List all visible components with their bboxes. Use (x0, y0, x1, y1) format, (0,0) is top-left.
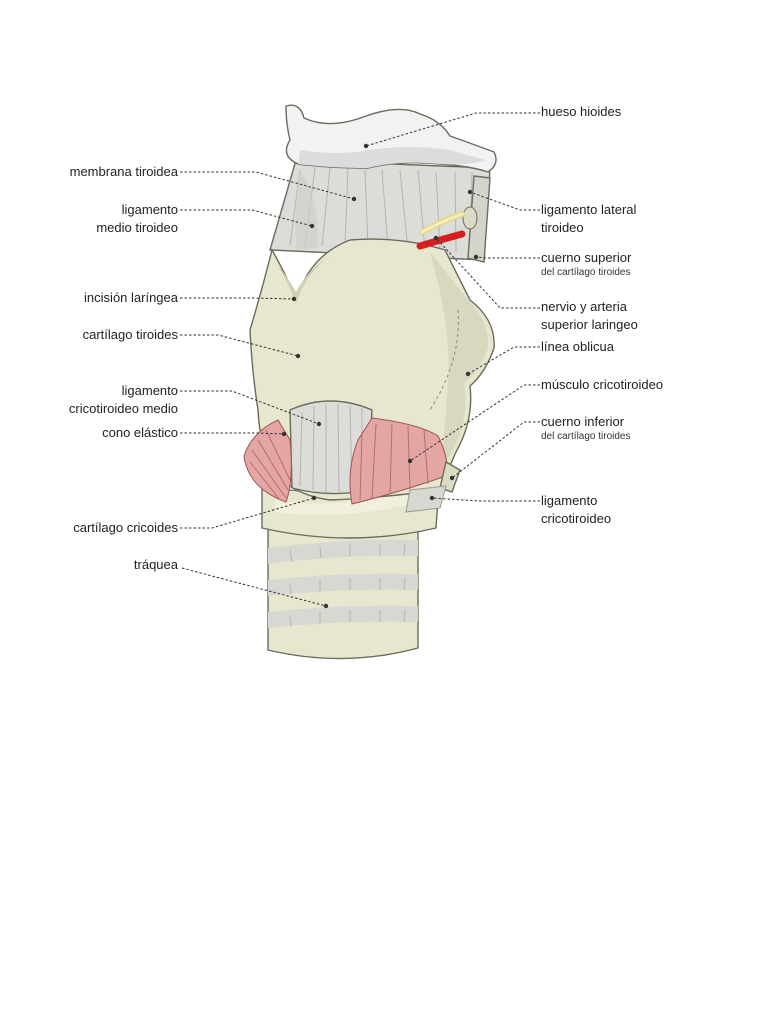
label-cartilago-tiroides: cartílago tiroides (82, 327, 178, 342)
cricothyroid-muscle-left (243, 419, 292, 503)
label-ligamento-medio-line1: ligamento (121, 202, 178, 217)
label-ligamento-medio-line2: medio tiroideo (96, 220, 178, 235)
laryngeal-notch-shadow (276, 250, 338, 304)
muscle-left-body (243, 419, 292, 503)
label-ligamento-crico-medio-line1: ligamento (121, 383, 178, 398)
label-ligamento-medio-tiroideo: ligamento medio tiroideo (96, 201, 178, 237)
leader-dots (281, 143, 479, 609)
label-cuerno-superior-main: cuerno superior (541, 250, 632, 265)
leader-cartilago-cricoides (180, 497, 315, 529)
superior-horn (462, 206, 478, 230)
leader-cuerno-superior (475, 256, 540, 259)
leader-cono-elastico (180, 432, 285, 435)
label-ligamento-cricotiroideo: ligamento cricotiroideo (541, 492, 611, 528)
leader-cuerno-inferior (451, 421, 540, 479)
label-cono-elastico: cono elástico (102, 425, 178, 440)
label-cuerno-inferior-main: cuerno inferior (541, 414, 625, 429)
label-linea-oblicua: línea oblicua (541, 339, 614, 354)
label-cuerno-superior-sub: del cartílago tiroides (541, 267, 631, 278)
superior-laryngeal-nerve-inner (420, 212, 464, 234)
muscle-right-body (349, 417, 448, 505)
label-musculo-cricotiroideo: músculo cricotiroideo (541, 377, 664, 392)
label-ligamento-cricotiroideo-line1: ligamento (541, 493, 598, 508)
leader-ligamento-lateral (469, 191, 540, 211)
label-nervio-arteria-line1: nervio y arteria (541, 299, 627, 314)
inferior-horn (439, 460, 461, 493)
leader-musculo-cricotiroideo (409, 384, 540, 462)
label-cuerno-inferior-sub: del cartílago tiroides (541, 431, 631, 442)
label-cuerno-superior: cuerno superior del cartílago tiroides (541, 249, 631, 279)
leader-ligamento-cricotiroideo (431, 497, 540, 502)
leader-incision-laringea (180, 297, 295, 300)
cricoid-highlight (275, 484, 430, 516)
label-ligamento-lateral-tiroideo: ligamento lateral tiroideo (541, 201, 636, 237)
trachea (267, 509, 419, 660)
hyoid-bone (285, 104, 497, 173)
label-nervio-arteria-line2: superior laringeo (541, 317, 638, 332)
label-membrana-tiroidea: membrana tiroidea (69, 164, 178, 179)
oblique-line (429, 309, 459, 411)
label-ligamento-cricotiroideo-line2: cricotiroideo (541, 511, 612, 526)
label-ligamento-lateral-line1: ligamento lateral (541, 202, 637, 217)
leader-cartilago-tiroides (180, 334, 299, 357)
leader-ligamento-crico-medio (180, 390, 320, 425)
label-traquea: tráquea (133, 557, 178, 572)
lateral-thyrohyoid-ligament (467, 175, 491, 263)
median-thyrohyoid-ligament (295, 170, 319, 250)
label-hueso-hioides: hueso hioides (541, 104, 622, 119)
superior-laryngeal-artery (416, 230, 466, 250)
leader-hueso-hioides (365, 112, 540, 147)
cricothyroid-muscle-right (349, 417, 448, 505)
thyroid-side-shade (430, 252, 489, 470)
leader-traquea (181, 567, 327, 607)
label-ligamento-cricotiroideo-medio: ligamento cricotiroideo medio (69, 382, 178, 418)
leader-ligamento-medio (180, 209, 313, 227)
label-nervio-arteria: nervio y arteria superior laringeo (541, 298, 638, 334)
lateral-cricothyroid-ligament (405, 485, 447, 513)
label-incision-laringea: incisión laríngea (84, 290, 178, 305)
trachea-striation (289, 543, 406, 627)
leader-lines (180, 112, 540, 607)
label-ligamento-crico-medio-line2: cricotiroideo medio (68, 401, 178, 416)
hyoid-shadow (298, 147, 486, 168)
label-cartilago-cricoides: cartílago cricoides (73, 520, 178, 535)
label-ligamento-lateral-line2: tiroideo (541, 220, 584, 235)
label-cuerno-inferior: cuerno inferior del cartílago tiroides (541, 413, 631, 443)
